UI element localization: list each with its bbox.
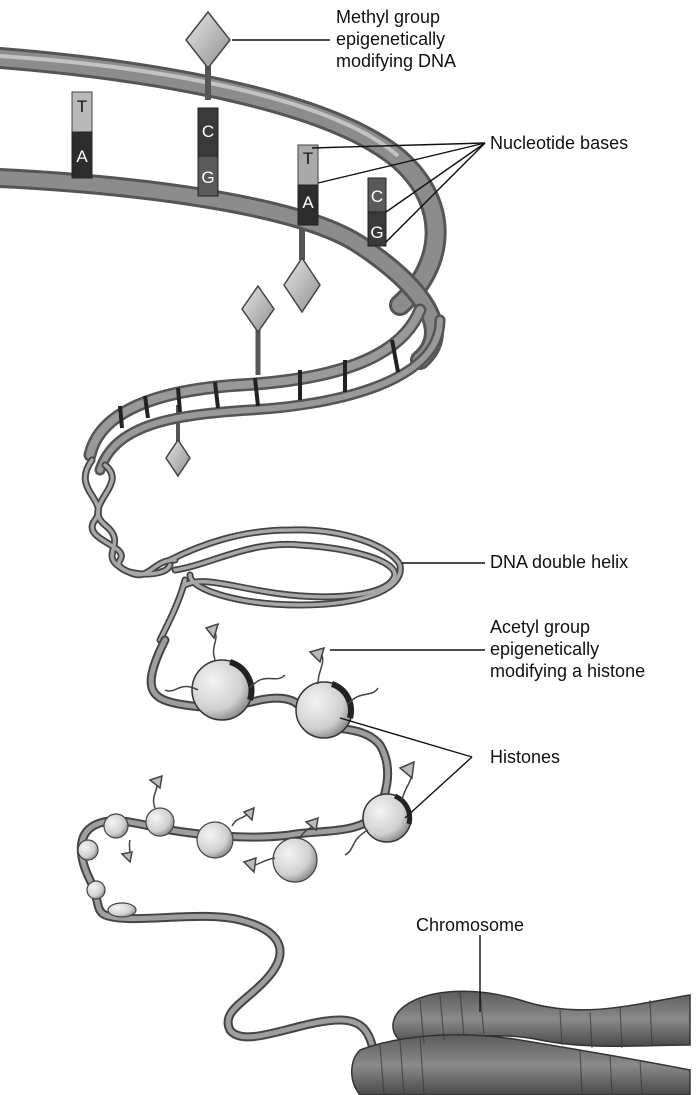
base-letter: C [202, 122, 214, 141]
nucleotide-bases-label: Nucleotide bases [490, 132, 628, 154]
dna-double-helix [85, 460, 400, 640]
methyl-dna-label-line1: Methyl group [336, 6, 440, 28]
base-letter: A [302, 193, 314, 212]
methyl-dna-label-line2: epigenetically [336, 28, 445, 50]
base-letter: A [76, 147, 88, 166]
histone [296, 682, 352, 738]
acetyl-label-line3: modifying a histone [490, 660, 645, 682]
chromosome-label: Chromosome [416, 914, 524, 936]
leader-lines [232, 40, 485, 1012]
base-letter: T [303, 149, 313, 168]
chromosome [352, 991, 690, 1095]
methyl-dna-label-line3: modifying DNA [336, 50, 456, 72]
histone [192, 660, 252, 720]
acetyl-label-line1: Acetyl group [490, 616, 590, 638]
dna-ladder-section [90, 310, 440, 470]
histone [78, 808, 317, 917]
acetyl-label-line2: epigenetically [490, 638, 599, 660]
histone [363, 794, 411, 842]
base-letter: G [370, 223, 383, 242]
base-letter: T [77, 97, 87, 116]
base-letter: C [371, 187, 383, 206]
methyl-group-icon [284, 228, 320, 312]
methyl-group-icon [242, 286, 274, 375]
histones-label: Histones [490, 746, 560, 768]
base-letter: G [201, 168, 214, 187]
dna-double-helix-label: DNA double helix [490, 551, 628, 573]
